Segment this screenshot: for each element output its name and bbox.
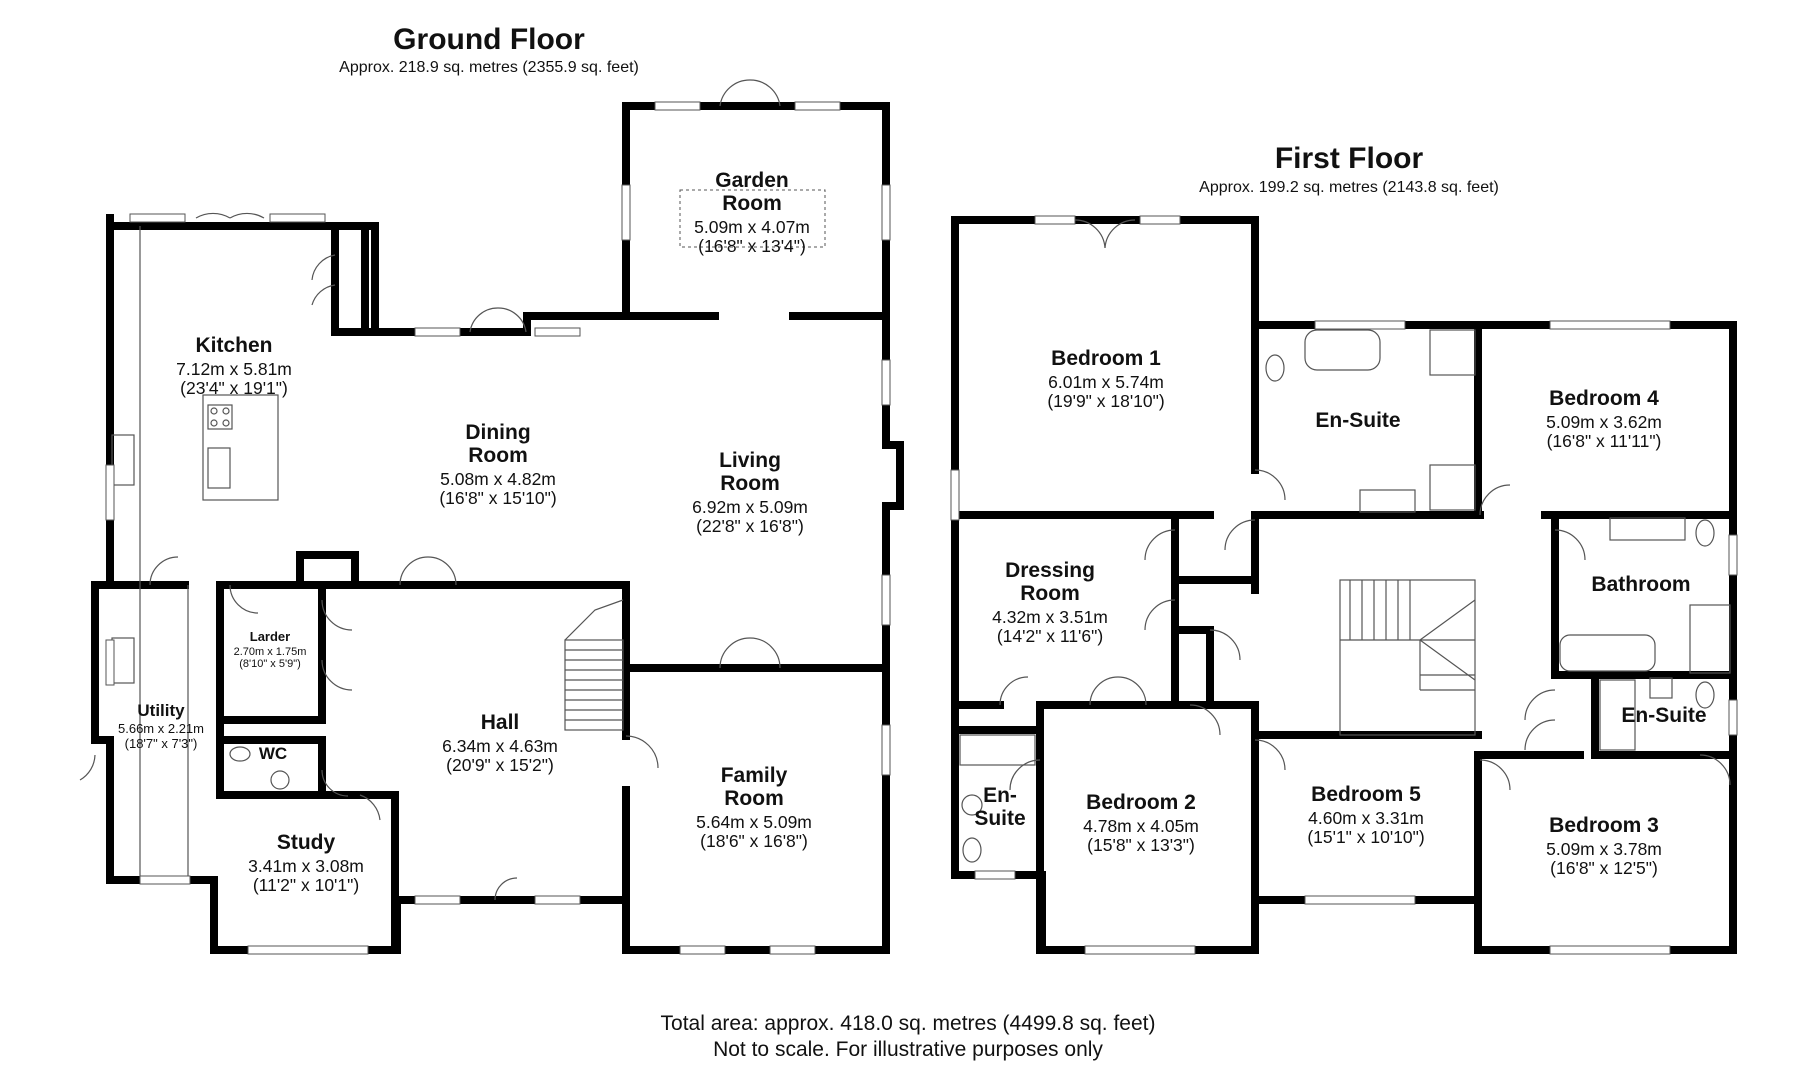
kitchen-dim-ft: (23'4" x 19'1") [180, 378, 288, 398]
ground-floor-area: Approx. 218.9 sq. metres (2355.9 sq. fee… [339, 59, 639, 76]
wc-label: WC [258, 744, 288, 763]
garden-room-dim-ft: (16'8" x 13'4") [698, 236, 806, 256]
bedroom-1-dim-ft: (19'9" x 18'10") [1047, 391, 1165, 411]
ground-staircase [564, 599, 624, 731]
small-ensuite-toilet-icon [962, 837, 982, 863]
family-room-label-2: Room [724, 787, 784, 810]
bedroom-2-dim-ft: (15'8" x 13'3") [1087, 835, 1195, 855]
living-room-dim-ft: (22'8" x 16'8") [696, 516, 804, 536]
en-suite-2-label: En-Suite [1621, 704, 1707, 727]
family-room-label: Family [720, 764, 788, 787]
dressing-room-dim-ft: (14'2" x 11'6") [996, 626, 1104, 646]
first-floor-title: First Floor [1274, 142, 1424, 175]
utility-dim-ft: (18'7" x 7'3") [124, 736, 198, 751]
larder-dim-m: 2.70m x 1.75m [233, 646, 307, 658]
small-ensuite-shower-icon [959, 734, 1036, 766]
hall-dim-ft: (20'9" x 15'2") [446, 755, 554, 775]
living-room-label-2: Room [720, 472, 780, 495]
bedroom-5-label: Bedroom 5 [1311, 783, 1421, 806]
en-suite-3-label: En- [983, 784, 1017, 807]
larder-label: Larder [249, 629, 291, 644]
en-suite-3-label-2: Suite [974, 807, 1026, 830]
bathroom-toilet-icon [1695, 519, 1715, 547]
kitchen-label: Kitchen [195, 334, 273, 357]
garden-room-label: Garden [715, 169, 789, 192]
garden-room-dim-m: 5.09m x 4.07m [694, 217, 810, 237]
garden-room-label-2: Room [722, 192, 782, 215]
first-floor-doors [999, 219, 1731, 791]
bedroom-2-label: Bedroom 2 [1086, 791, 1196, 814]
first-staircase [1339, 579, 1476, 736]
dressing-room-label: Dressing [1005, 559, 1095, 582]
ensuite-toilet-icon [1695, 681, 1715, 709]
bedroom-1-dim-m: 6.01m x 5.74m [1048, 372, 1164, 392]
hob-icon [207, 404, 233, 430]
first-floor-area: Approx. 199.2 sq. metres (2143.8 sq. fee… [1199, 179, 1499, 196]
first-floor-windows [950, 215, 1738, 955]
island-sink-icon [207, 447, 231, 489]
bedroom-5-dim-ft: (15'1" x 10'10") [1307, 827, 1425, 847]
total-area-note: Total area: approx. 418.0 sq. metres (44… [660, 1012, 1156, 1035]
bedroom-4-dim-m: 5.09m x 3.62m [1546, 412, 1662, 432]
living-room-label: Living [719, 449, 781, 472]
bedroom-3-dim-ft: (16'8" x 12'5") [1550, 858, 1658, 878]
first-floor-plan [950, 215, 1738, 955]
ground-doors [79, 79, 781, 901]
bedroom-5-dim-m: 4.60m x 3.31m [1308, 808, 1424, 828]
kitchen-island [202, 394, 279, 501]
study-dim-m: 3.41m x 3.08m [248, 856, 364, 876]
dressing-room-label-2: Room [1020, 582, 1080, 605]
study-label: Study [276, 831, 336, 854]
kitchen-dim-m: 7.12m x 5.81m [176, 359, 292, 379]
family-room-dim-ft: (18'6" x 16'8") [700, 831, 808, 851]
bathroom-basin-icon [1609, 517, 1686, 541]
ground-outer-wall [91, 102, 904, 954]
bedroom-2-dim-m: 4.78m x 4.05m [1083, 816, 1199, 836]
bathroom-bath-icon [1559, 634, 1656, 672]
en-suite-1-label: En-Suite [1315, 409, 1401, 432]
bathroom-shower-icon [1689, 604, 1731, 674]
disclaimer-note: Not to scale. For illustrative purposes … [713, 1038, 1103, 1061]
hall-label: Hall [480, 711, 520, 734]
small-ensuite-basin-icon [961, 794, 983, 816]
shower-icon [1429, 464, 1476, 511]
bathroom-label: Bathroom [1591, 573, 1691, 596]
larder-dim-ft: (8'10" x 5'9") [239, 658, 301, 670]
wc-basin-icon [270, 770, 290, 790]
utility-dim-m: 5.66m x 2.21m [118, 721, 204, 736]
bath-icon [1304, 329, 1381, 371]
skylight-outline [679, 189, 826, 248]
dressing-room-dim-m: 4.32m x 3.51m [992, 607, 1108, 627]
ground-floor-title: Ground Floor [393, 23, 585, 56]
ground-floor-plan [79, 79, 904, 955]
dining-room-label-2: Room [468, 444, 528, 467]
bedroom-4-label: Bedroom 4 [1549, 387, 1659, 410]
dining-room-label: Dining [465, 421, 531, 444]
ensuite-basin-icon [1649, 677, 1673, 699]
dining-room-dim-m: 5.08m x 4.82m [440, 469, 556, 489]
wc-toilet-icon [229, 746, 251, 762]
dining-room-dim-ft: (16'8" x 15'10") [439, 488, 557, 508]
kitchen-sink-icon [111, 434, 135, 486]
living-room-dim-m: 6.92m x 5.09m [692, 497, 808, 517]
ground-windows [105, 101, 891, 955]
family-room-dim-m: 5.64m x 5.09m [696, 812, 812, 832]
utility-label: Utility [137, 701, 185, 720]
study-dim-ft: (11'2" x 10'1") [252, 875, 360, 895]
bedroom-3-label: Bedroom 3 [1549, 814, 1659, 837]
double-basin-icon [1359, 489, 1416, 513]
bedroom-3-dim-m: 5.09m x 3.78m [1546, 839, 1662, 859]
utility-sink-icon [111, 637, 135, 684]
shower-icon [1429, 329, 1476, 376]
bedroom-4-dim-ft: (16'8" x 11'11") [1546, 431, 1662, 451]
bedroom-1-label: Bedroom 1 [1051, 347, 1161, 370]
ensuite-shower-icon [1599, 679, 1636, 751]
hall-dim-m: 6.34m x 4.63m [442, 736, 558, 756]
toilet-icon [1265, 354, 1285, 382]
